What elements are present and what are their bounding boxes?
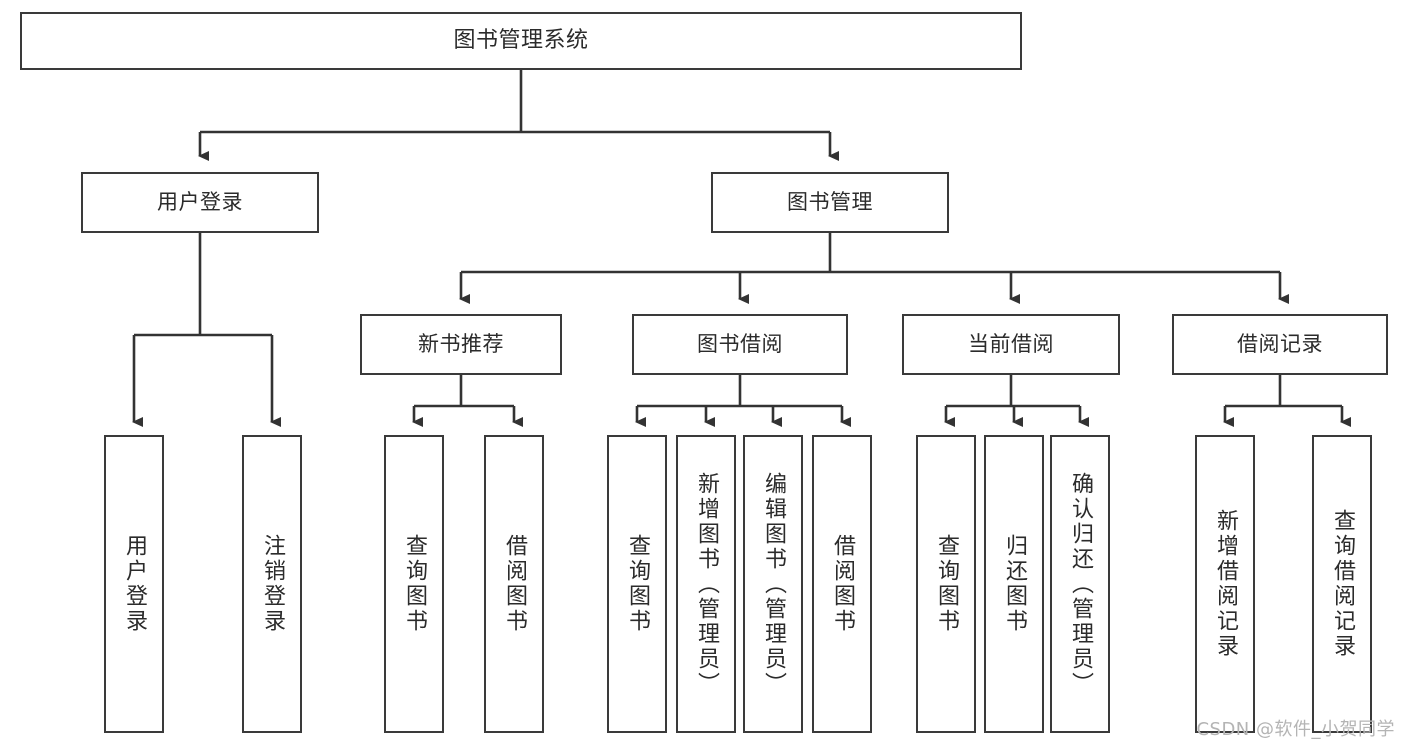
node-label: 查询图书 xyxy=(625,534,650,634)
node-label: 新增图书（管理员） xyxy=(694,471,719,697)
leaf-borrow-query-book[interactable]: 查询图书 xyxy=(607,435,667,733)
leaf-user-login-signin[interactable]: 用户登录 xyxy=(104,435,164,733)
node-label: 编辑图书（管理员） xyxy=(761,471,786,697)
leaf-recommend-query-book[interactable]: 查询图书 xyxy=(384,435,444,733)
leaf-record-add-record[interactable]: 新增借阅记录 xyxy=(1195,435,1255,733)
node-label: 图书借阅 xyxy=(697,331,783,356)
node-book-management[interactable]: 图书管理 xyxy=(711,172,949,233)
node-label: 查询图书 xyxy=(934,534,959,634)
node-current-borrow[interactable]: 当前借阅 xyxy=(902,314,1120,375)
node-label: 新书推荐 xyxy=(418,331,504,356)
node-new-book-recommend[interactable]: 新书推荐 xyxy=(360,314,562,375)
node-label: 借阅记录 xyxy=(1237,331,1323,356)
node-root-system[interactable]: 图书管理系统 xyxy=(20,12,1022,70)
node-label: 查询借阅记录 xyxy=(1330,509,1355,659)
node-label: 用户登录 xyxy=(122,534,147,634)
leaf-record-query-record[interactable]: 查询借阅记录 xyxy=(1312,435,1372,733)
node-label: 注销登录 xyxy=(260,534,285,634)
leaf-recommend-borrow-book[interactable]: 借阅图书 xyxy=(484,435,544,733)
node-label: 用户登录 xyxy=(157,189,243,214)
node-label: 图书管理 xyxy=(787,189,873,214)
node-label: 借阅图书 xyxy=(502,534,527,634)
node-label: 图书管理系统 xyxy=(453,27,589,53)
leaf-user-login-signout[interactable]: 注销登录 xyxy=(242,435,302,733)
node-label: 借阅图书 xyxy=(830,534,855,634)
node-label: 新增借阅记录 xyxy=(1213,509,1238,659)
node-user-login[interactable]: 用户登录 xyxy=(81,172,319,233)
node-label: 归还图书 xyxy=(1002,534,1027,634)
watermark: CSDN @软件_小贺同学 xyxy=(1196,719,1395,740)
node-label: 查询图书 xyxy=(402,534,427,634)
leaf-borrow-add-book-admin[interactable]: 新增图书（管理员） xyxy=(676,435,736,733)
leaf-borrow-edit-book-admin[interactable]: 编辑图书（管理员） xyxy=(743,435,803,733)
node-label: 当前借阅 xyxy=(968,331,1054,356)
node-label: 确认归还（管理员） xyxy=(1068,471,1093,697)
leaf-borrow-borrow-book[interactable]: 借阅图书 xyxy=(812,435,872,733)
leaf-current-query-book[interactable]: 查询图书 xyxy=(916,435,976,733)
node-book-borrow[interactable]: 图书借阅 xyxy=(632,314,848,375)
node-borrow-record[interactable]: 借阅记录 xyxy=(1172,314,1388,375)
leaf-current-confirm-return-admin[interactable]: 确认归还（管理员） xyxy=(1050,435,1110,733)
leaf-current-return-book[interactable]: 归还图书 xyxy=(984,435,1044,733)
